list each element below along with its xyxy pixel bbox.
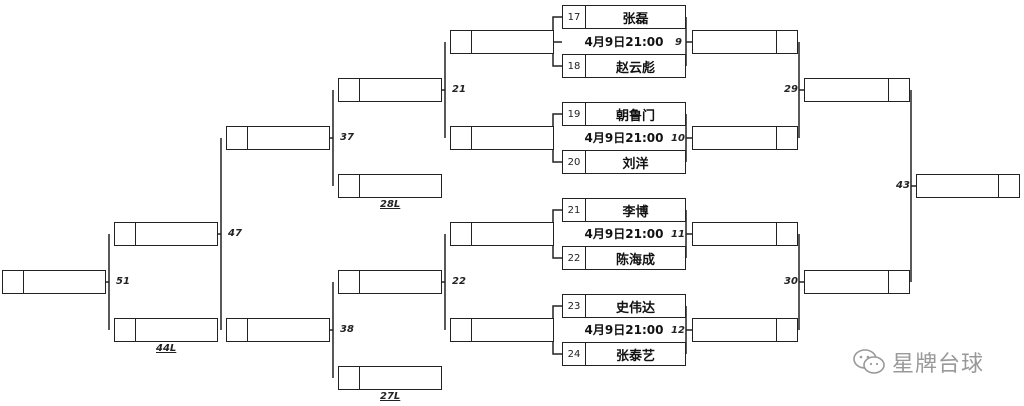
- slot-r2-left-3: [450, 222, 554, 246]
- player-name: 张磊: [622, 11, 649, 27]
- player-slot: 23 史伟达: [562, 294, 686, 318]
- match-number: 9: [675, 37, 682, 48]
- slot-r3-left-2: [338, 174, 442, 198]
- match-number: 11: [671, 229, 685, 240]
- match-number-38: 38: [340, 324, 354, 335]
- player-slot: 19 朝鲁门: [562, 102, 686, 126]
- match-number-22: 22: [452, 276, 466, 287]
- slot-r2-right-2: [692, 126, 798, 150]
- match-number-51: 51: [116, 276, 130, 287]
- player-name: 陈海成: [615, 252, 655, 268]
- slot-r6-left: [2, 270, 106, 294]
- slot-r2-right-1: [692, 30, 798, 54]
- slot-r2-right-3: [692, 222, 798, 246]
- slot-r2-left-4: [450, 318, 554, 342]
- player-name: 张泰艺: [615, 348, 655, 364]
- seed-number: 17: [563, 6, 586, 28]
- match-time: 4月9日21:00: [584, 227, 664, 241]
- player-slot: 22 陈海成: [562, 246, 686, 270]
- seed-number: 19: [563, 103, 586, 125]
- player-name: 朝鲁门: [615, 108, 655, 124]
- slot-r5-left-2: [114, 318, 218, 342]
- match-number-37: 37: [340, 132, 354, 143]
- wechat-icon: [853, 349, 885, 374]
- seed-number: 23: [563, 295, 586, 317]
- match-time: 4月9日21:00: [584, 35, 664, 49]
- slot-r4-right: [916, 174, 1020, 198]
- watermark-text: 星牌台球: [892, 352, 985, 377]
- slot-r2-left-2: [450, 126, 554, 150]
- slot-r3-left-3: [338, 270, 442, 294]
- match-number-30: 30: [784, 276, 798, 287]
- slot-r5-left-1: [114, 222, 218, 246]
- loser-label-44l: 44L: [156, 343, 177, 354]
- seed-number: 24: [563, 343, 586, 365]
- slot-r3-right-2: [804, 270, 910, 294]
- player-name: 刘洋: [622, 156, 649, 172]
- player-name: 史伟达: [615, 300, 655, 316]
- match-number-43: 43: [896, 180, 910, 191]
- slot-r3-left-4: [338, 366, 442, 390]
- loser-label-28l: 28L: [380, 199, 401, 210]
- seed-number: 22: [563, 247, 586, 269]
- match-number-47: 47: [228, 228, 242, 239]
- match-time: 4月9日21:00: [584, 323, 664, 337]
- player-slot: 20 刘洋: [562, 150, 686, 174]
- match-number: 10: [671, 133, 685, 144]
- slot-r3-left-1: [338, 78, 442, 102]
- player-slot: 21 李博: [562, 198, 686, 222]
- slot-r2-right-4: [692, 318, 798, 342]
- slot-r3-right-1: [804, 78, 910, 102]
- watermark: 星牌台球: [852, 346, 984, 378]
- slot-r2-left-1: [450, 30, 554, 54]
- match-number-21: 21: [452, 84, 466, 95]
- player-slot: 18 赵云彪: [562, 54, 686, 78]
- seed-number: 20: [563, 151, 586, 173]
- player-slot: 24 张泰艺: [562, 342, 686, 366]
- seed-number: 21: [563, 199, 586, 221]
- slot-r4-left-2: [226, 318, 330, 342]
- match-number-29: 29: [784, 84, 798, 95]
- slot-r4-left-1: [226, 126, 330, 150]
- loser-label-27l: 27L: [380, 391, 401, 402]
- match-number: 12: [671, 325, 685, 336]
- player-name: 李博: [622, 204, 649, 220]
- seed-number: 18: [563, 55, 586, 77]
- match-time: 4月9日21:00: [584, 131, 664, 145]
- player-slot: 17 张磊: [562, 5, 686, 29]
- player-name: 赵云彪: [615, 60, 655, 76]
